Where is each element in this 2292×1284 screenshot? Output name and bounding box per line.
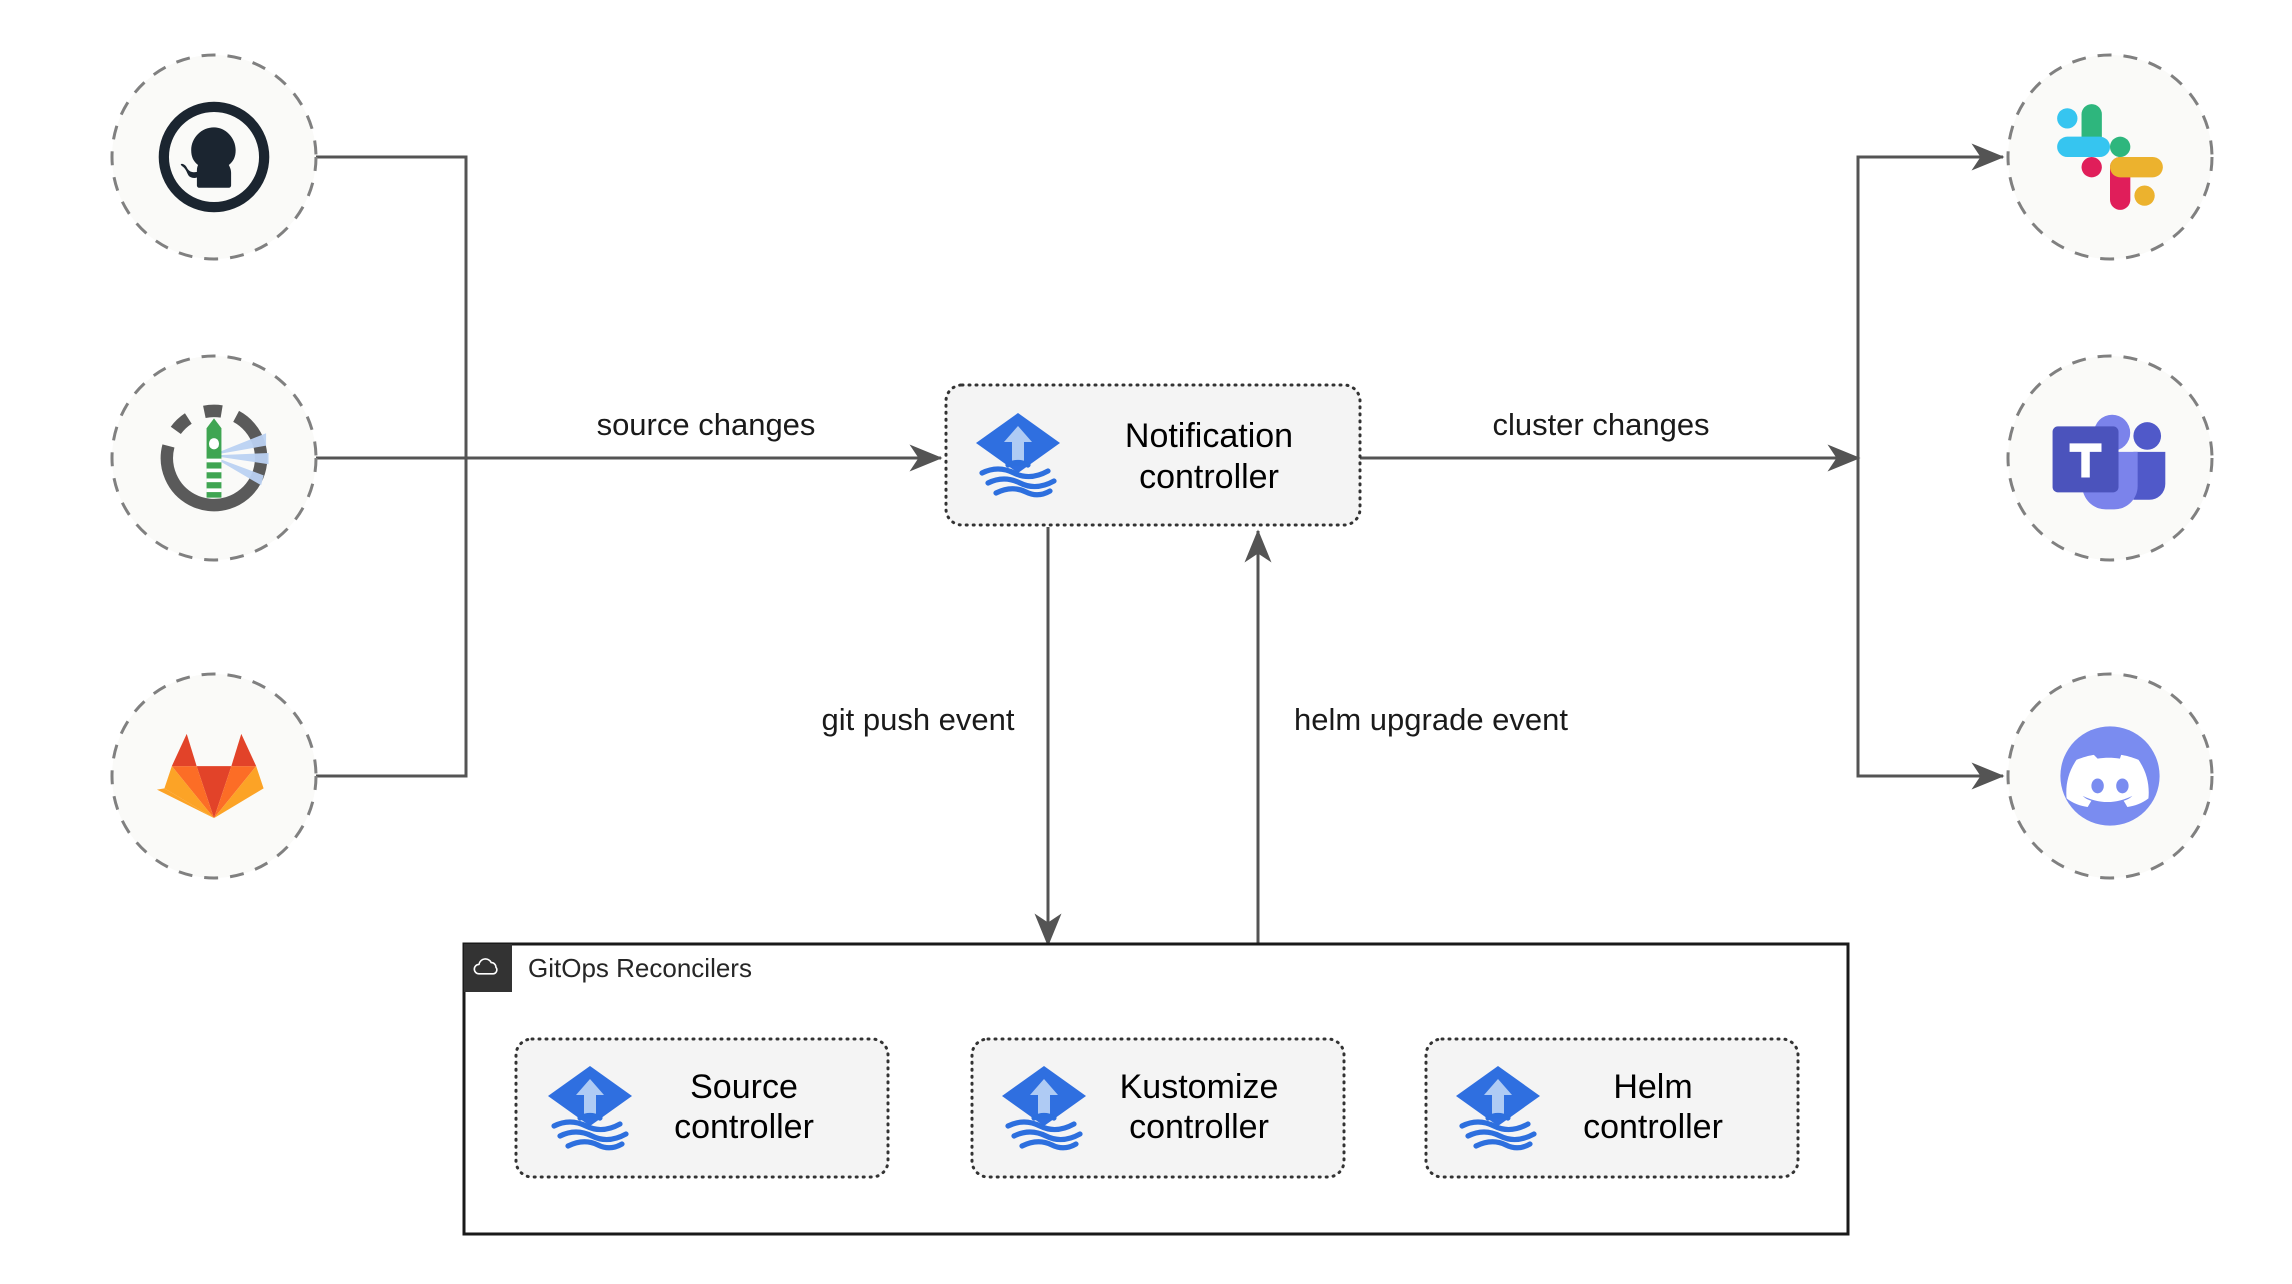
edge-label-git-push-event: git push event xyxy=(821,702,1014,737)
notification-controller-node[interactable]: Notification controller xyxy=(944,383,1362,527)
edge-bus-to-slack xyxy=(1856,143,2005,458)
source-endpoint-gitlab[interactable] xyxy=(110,672,318,880)
source-controller-node[interactable]: Source controller xyxy=(514,1037,890,1179)
edge-github-to-bus xyxy=(316,155,468,458)
edge-label-helm-upgrade-event: helm upgrade event xyxy=(1294,702,1568,737)
kustomize-controller-node[interactable]: Kustomize controller xyxy=(970,1037,1346,1179)
edge-label-source-changes: source changes xyxy=(597,407,816,442)
node-label-line2: controller xyxy=(1583,1108,1723,1146)
edge-bus-to-discord xyxy=(1856,458,2005,790)
source-endpoint-flagger[interactable] xyxy=(110,354,318,562)
group-title-label: GitOps Reconcilers xyxy=(528,953,752,983)
destination-endpoint-discord[interactable] xyxy=(2006,672,2214,880)
group-badge-background xyxy=(464,944,512,992)
node-label-line2: controller xyxy=(1129,1108,1269,1146)
node-label-line1: Helm xyxy=(1613,1068,1692,1106)
node-label-line1: Notification xyxy=(1125,417,1293,455)
node-label-line2: controller xyxy=(674,1108,814,1146)
node-box xyxy=(1424,1037,1800,1179)
discord-icon xyxy=(2060,726,2159,825)
destination-endpoint-teams[interactable] xyxy=(2006,354,2214,562)
node-label-line2: controller xyxy=(1139,458,1279,496)
helm-controller-node[interactable]: Helm controller xyxy=(1424,1037,1800,1179)
node-label-line1: Kustomize xyxy=(1120,1068,1279,1106)
node-label-line1: Source xyxy=(690,1068,798,1106)
edge-gitlab-to-bus xyxy=(316,458,468,778)
edge-label-cluster-changes: cluster changes xyxy=(1492,407,1709,442)
endpoint-circle xyxy=(2006,53,2214,261)
source-endpoint-github[interactable] xyxy=(110,53,318,261)
node-box xyxy=(514,1037,890,1179)
node-box xyxy=(970,1037,1346,1179)
destination-endpoint-slack[interactable] xyxy=(2006,53,2214,261)
